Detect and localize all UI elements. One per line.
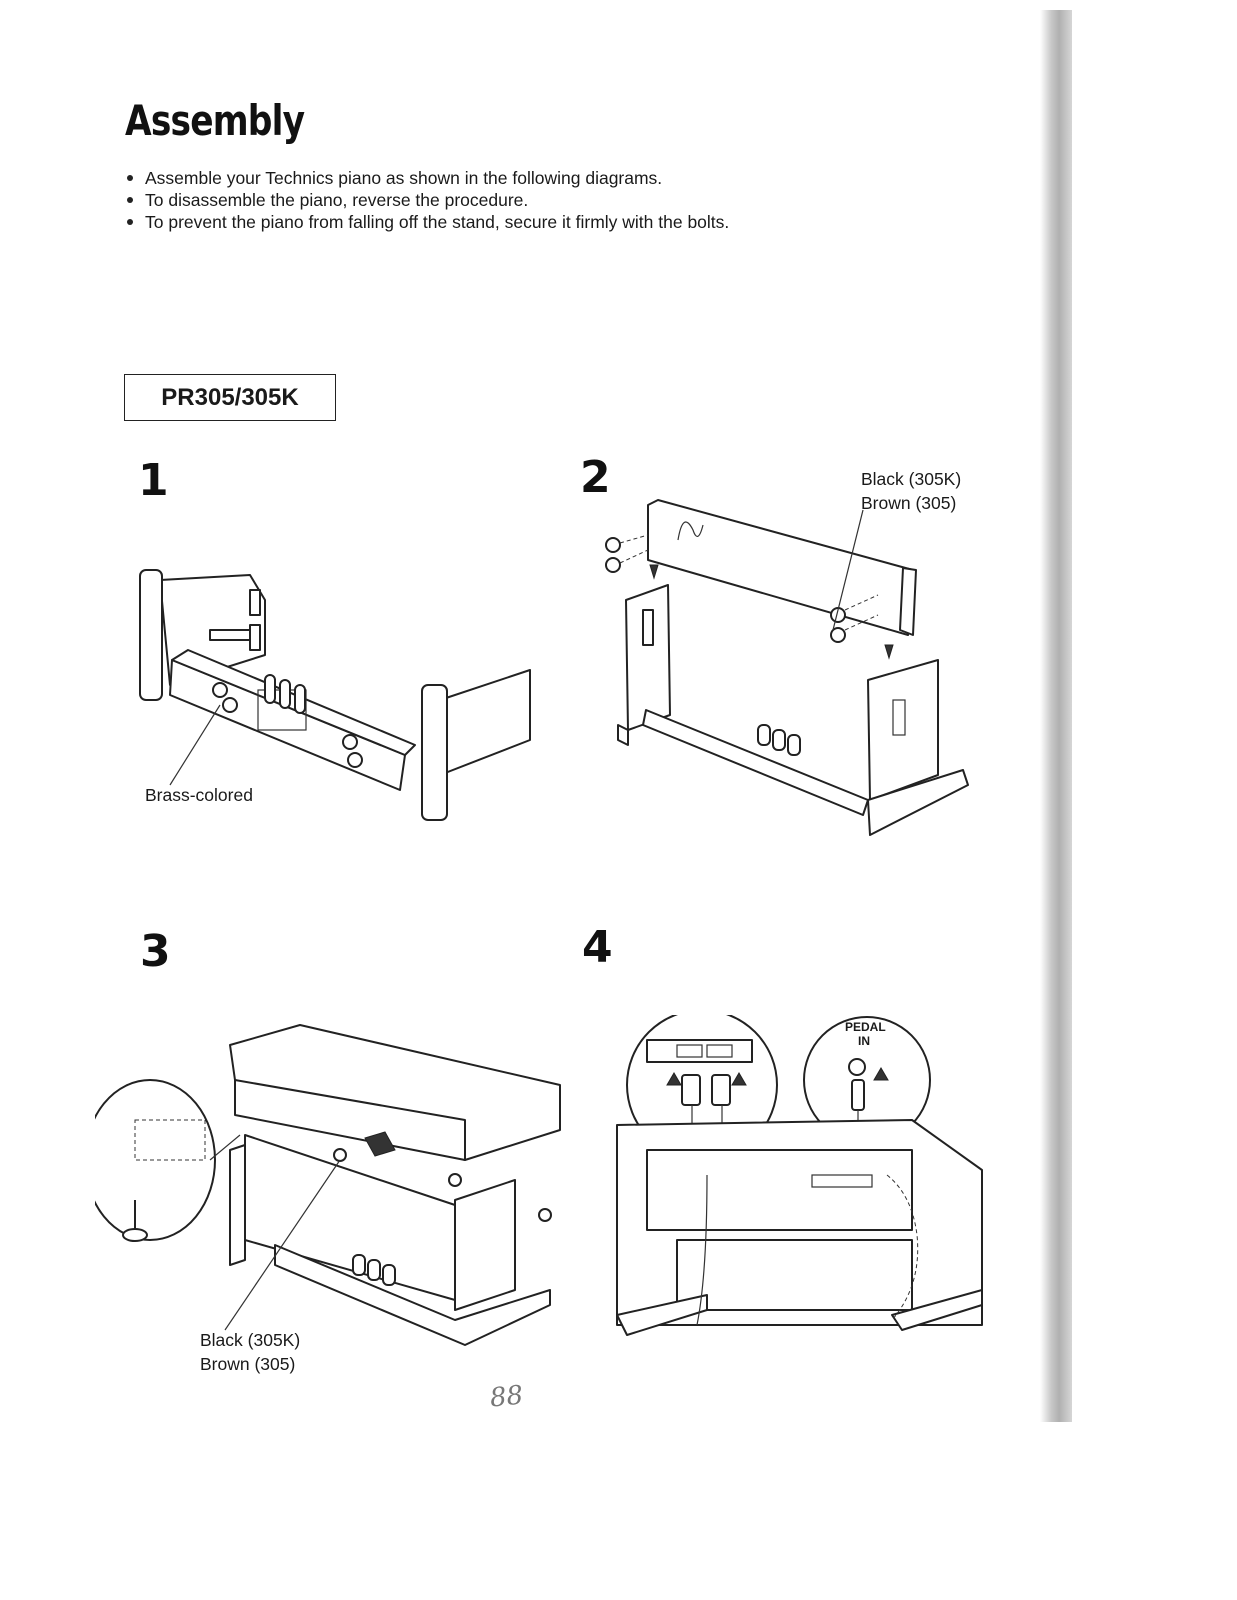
step-3-diagram [95,1024,561,1346]
step-2-number: 2 [580,452,611,503]
step-2-label-black: Black (305K) [861,469,962,489]
step-3-number: 3 [140,926,171,977]
instruction-item: To prevent the piano from falling off th… [124,211,729,233]
scan-edge-shadow [1040,10,1072,1422]
instruction-item: To disassemble the piano, reverse the pr… [124,189,729,211]
page-mark: 88 [488,1380,525,1414]
step-4-label-in: IN [858,1034,870,1048]
step-3-label-black: Black (305K) [200,1330,301,1350]
bullet-icon [127,174,133,181]
instruction-list: Assemble your Technics piano as shown in… [124,167,729,233]
page-title: Assembly [125,96,305,145]
step-4-diagram [616,1015,983,1336]
bullet-icon [127,196,133,203]
step-1-number: 1 [138,455,169,506]
step-2-label-brown: Brown (305) [861,493,957,513]
instruction-item: Assemble your Technics piano as shown in… [124,167,729,189]
step-1-diagram [139,569,531,821]
step-3-label-brown: Brown (305) [200,1354,296,1374]
step-1-label: Brass-colored [145,785,253,805]
bullet-icon [127,218,133,225]
step-4-label-pedal: PEDAL [845,1020,886,1034]
model-label: PR305/305K [124,374,336,421]
step-2-diagram [605,499,969,836]
step-4-number: 4 [582,922,613,973]
